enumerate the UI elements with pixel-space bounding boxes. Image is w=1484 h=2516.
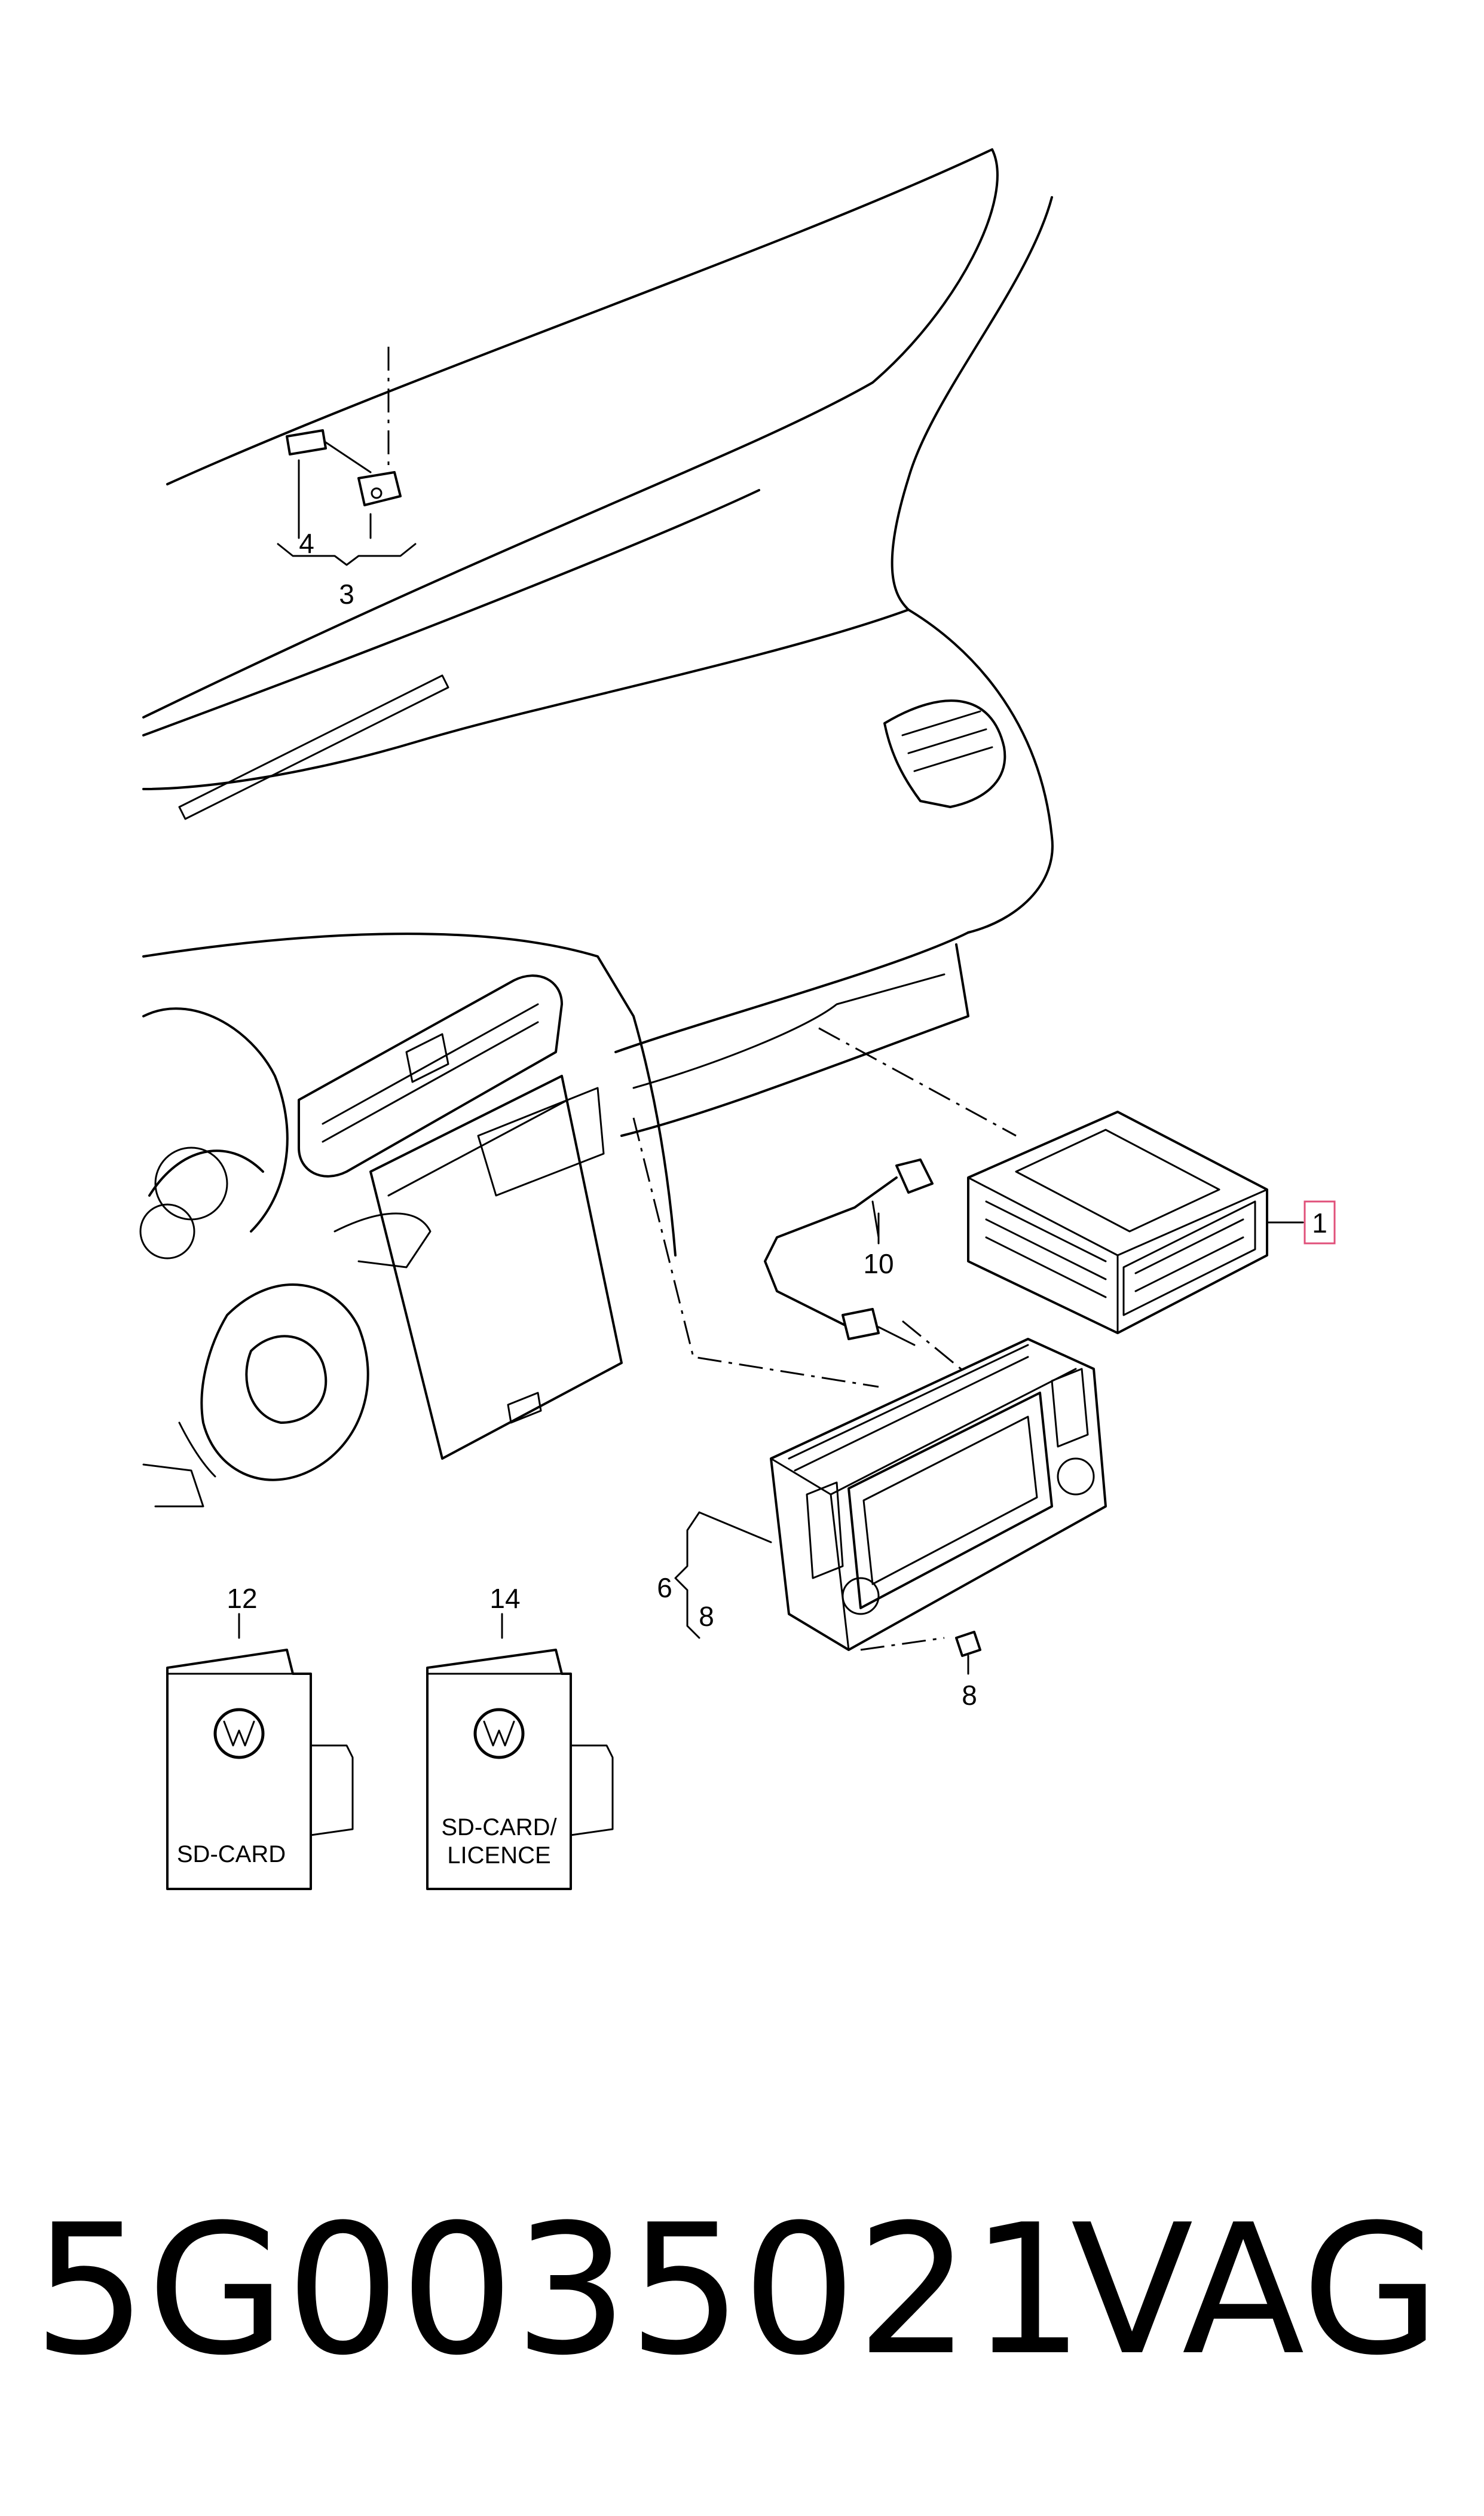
- display-unit-drawing: [770, 1338, 1107, 1657]
- sd-card-12-label: SD-CARD: [177, 1841, 286, 1867]
- leader-lines: [238, 1212, 1304, 1675]
- callout-1[interactable]: 1: [1312, 1207, 1327, 1239]
- part-number: 5G0035021: [33, 2186, 1084, 2395]
- callout-8-left[interactable]: 8: [699, 1601, 714, 1632]
- callout-10[interactable]: 10: [863, 1248, 894, 1279]
- sd-card-14-label-line2: LICENCE: [447, 1842, 550, 1869]
- callout-1-highlight-box: [1304, 1200, 1336, 1245]
- sensor-assembly: [277, 429, 417, 566]
- callout-4[interactable]: 4: [299, 528, 314, 559]
- callout-3[interactable]: 3: [339, 579, 354, 610]
- radio-unit-drawing: [967, 1111, 1268, 1334]
- assembly-lines: [387, 347, 1017, 1651]
- dashboard-drawing: [139, 148, 1054, 1508]
- callout-8-right[interactable]: 8: [962, 1680, 977, 1711]
- callout-12[interactable]: 12: [227, 1583, 257, 1614]
- sd-card-14-drawing: [426, 1649, 614, 1890]
- antenna-cable-drawing: [764, 1158, 934, 1346]
- callout-6[interactable]: 6: [657, 1572, 672, 1603]
- brand-label: VAG: [1071, 2186, 1440, 2395]
- sd-card-12-drawing: [166, 1649, 354, 1890]
- callout-14[interactable]: 14: [489, 1583, 520, 1614]
- sd-card-14-label-line1: SD-CARD/: [441, 1814, 557, 1841]
